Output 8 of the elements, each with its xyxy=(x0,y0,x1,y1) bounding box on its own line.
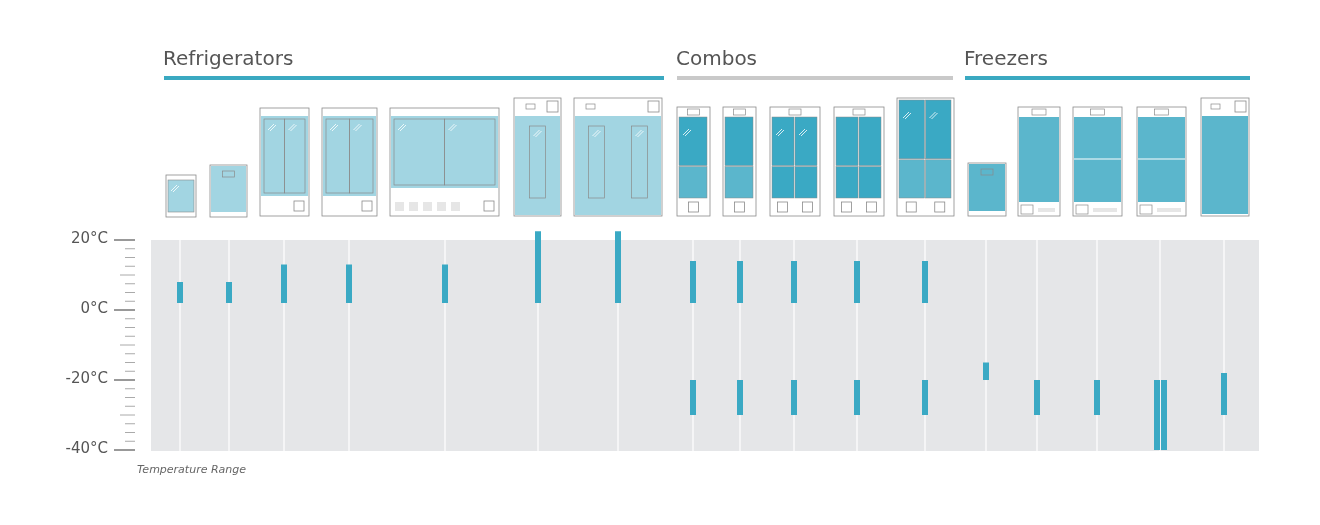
section-heading: Refrigerators xyxy=(163,46,294,70)
axis-tick-label: 20°C xyxy=(69,229,108,247)
section-heading: Combos xyxy=(676,46,758,70)
axis-tick-label: 0°C xyxy=(79,299,108,317)
section-heading: Freezers xyxy=(964,46,1048,70)
axis-caption: Temperature Range xyxy=(137,463,247,476)
axis-tick-label: -20°C xyxy=(64,369,108,387)
axis-tick-label: -40°C xyxy=(64,439,108,457)
